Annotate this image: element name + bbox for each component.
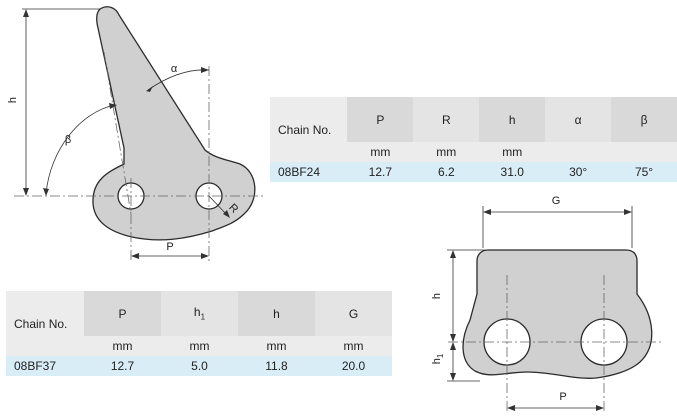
unit-P: mm (84, 336, 161, 356)
col-header-h1: h1 (161, 291, 238, 336)
col-header-beta: β (611, 97, 677, 142)
value-h1: 5.0 (161, 356, 238, 376)
alpha-label: α (171, 63, 178, 75)
col-header-h: h (238, 291, 315, 336)
spec-table-08BF24: Chain No. P R h α β mm mm mm 08BF24 12.7… (270, 97, 677, 182)
beta-label: β (65, 134, 71, 146)
h-h1-arrowheads (450, 250, 456, 381)
arm-axis-line (103, 51, 132, 215)
R-arrowhead (223, 210, 230, 218)
col-header-h: h (479, 97, 546, 142)
beta-arc (45, 104, 116, 195)
P-label: P (166, 241, 173, 253)
G-label: G (552, 195, 561, 207)
chain-no-cell: 08BF24 (270, 162, 348, 182)
col-header-G: G (315, 291, 392, 336)
unit-alpha (545, 142, 612, 162)
table-row: 08BF37 12.7 5.0 11.8 20.0 (6, 356, 392, 376)
P-label-2: P (559, 391, 566, 403)
col-header-P: P (347, 97, 414, 142)
value-h: 11.8 (238, 356, 315, 376)
unit-h: mm (479, 142, 546, 162)
h1-label: h1 (431, 353, 445, 364)
col-header-P: P (84, 291, 161, 336)
h-label: h (7, 97, 19, 103)
col-header-R: R (413, 97, 480, 142)
value-G: 20.0 (315, 356, 392, 376)
value-alpha: 30° (545, 162, 612, 182)
unit-R: mm (413, 142, 480, 162)
P-arrowheads (131, 253, 209, 259)
value-beta: 75° (611, 162, 677, 182)
table-row: 08BF24 12.7 6.2 31.0 30° 75° (270, 162, 677, 182)
value-P: 12.7 (84, 356, 161, 376)
h-label-2: h (431, 293, 443, 299)
spec-table-08BF37: Chain No. P h1 h G mm mm mm mm 08BF37 12… (6, 291, 392, 376)
value-P: 12.7 (347, 162, 414, 182)
chain-no-cell: 08BF37 (6, 356, 84, 376)
chain-no-header: Chain No. (6, 291, 84, 356)
col-header-alpha: α (545, 97, 612, 142)
value-R: 6.2 (413, 162, 480, 182)
unit-h: mm (238, 336, 315, 356)
attachment-plate-08BF37 (462, 249, 653, 379)
chain-no-header: Chain No. (270, 97, 348, 162)
value-h: 31.0 (479, 162, 546, 182)
unit-G: mm (315, 336, 392, 356)
alpha-arrowheads (146, 67, 209, 92)
unit-beta (611, 142, 677, 162)
unit-h1: mm (161, 336, 238, 356)
unit-P: mm (347, 142, 414, 162)
